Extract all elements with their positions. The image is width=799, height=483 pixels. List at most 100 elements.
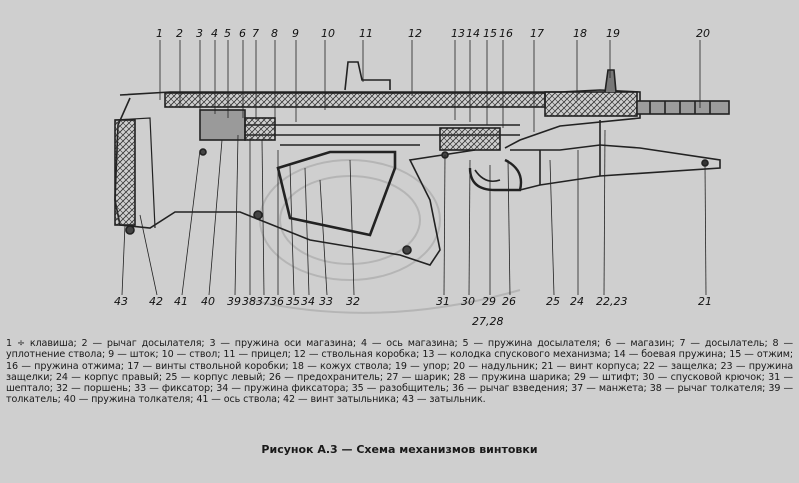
- legend-item: 7 — досылатель;: [679, 338, 768, 349]
- legend-item: 42 — винт затыльника;: [283, 394, 399, 406]
- callout-label: 1: [156, 27, 163, 40]
- leader-line: [289, 164, 295, 296]
- legend-item: 6 — магазин;: [605, 338, 675, 349]
- legend-item: 20 — надульник;: [453, 360, 538, 372]
- legend-item: 4 — ось магазина;: [360, 338, 458, 349]
- callout-label: 31: [436, 295, 450, 308]
- callout-label: 34: [301, 295, 315, 308]
- muzzle: [636, 100, 730, 115]
- leader-line: [181, 149, 201, 296]
- callout-label: 11: [359, 27, 373, 40]
- callout-label: 17: [530, 27, 544, 40]
- figure-caption: Рисунок А.3 — Схема механизмов винтовки: [261, 443, 538, 456]
- legend-item: 21 — винт корпуса;: [541, 360, 640, 372]
- legend-item: 15 — отжим;: [729, 349, 794, 361]
- callout-label: 35: [286, 295, 300, 308]
- callout-27-28: 27,28: [472, 315, 504, 328]
- legend-item: 33 — фиксатор;: [134, 383, 214, 395]
- legend-item: 35 — разобщитель;: [351, 383, 449, 395]
- callout-label: 9: [292, 27, 299, 40]
- callout-label: 6: [239, 27, 246, 40]
- leader-line: [121, 224, 126, 296]
- rear-sight: [344, 61, 391, 91]
- callout-label: 32: [346, 295, 360, 308]
- leader-line: [704, 164, 707, 296]
- legend-item: 10 — ствол;: [161, 349, 221, 361]
- callout-label: 36: [270, 295, 284, 308]
- legend-item: 23 — пружина защелки;: [6, 360, 794, 383]
- legend-item: 1 ÷ клавиша;: [6, 338, 77, 349]
- callout-label: 40: [201, 295, 215, 308]
- trigger-block: [439, 127, 501, 151]
- barrel-shroud: [544, 91, 638, 117]
- legend-item: 43 — затыльник.: [401, 394, 486, 406]
- front-sight: [604, 69, 617, 93]
- legend-item: 13 — колодка спускового механизма;: [422, 349, 611, 361]
- leader-line: [208, 139, 223, 296]
- callout-label: 21: [698, 295, 712, 308]
- legend-item: 22 — защелка;: [642, 360, 718, 372]
- callout-label: 25: [546, 295, 560, 308]
- leader-line: [603, 129, 606, 296]
- legend-item: 17 — винты ствольной коробки;: [127, 360, 289, 372]
- receiver-upper: [164, 92, 546, 108]
- trigger-guard: [468, 158, 523, 192]
- legend-item: 30 — спусковой крючок;: [642, 371, 765, 383]
- legend-item: 9 — шток;: [108, 349, 159, 361]
- legend-item: 12 — ствольная коробка;: [293, 349, 420, 361]
- legend-item: 29 — штифт;: [573, 371, 640, 383]
- legend-item: 27 — шарик;: [386, 371, 450, 383]
- callout-label: 18: [573, 27, 587, 40]
- buttplate: [114, 119, 136, 226]
- callout-label: 42: [149, 295, 163, 308]
- leader-line: [349, 159, 355, 296]
- leader-line: [549, 159, 555, 296]
- callout-label: 14: [466, 27, 480, 40]
- callout-label: 15: [483, 27, 497, 40]
- legend-item: 5 — пружина досылателя;: [462, 338, 601, 349]
- legend-item: 16 — пружина отжима;: [6, 360, 124, 372]
- callout-label: 37: [256, 295, 270, 308]
- callout-label: 33: [319, 295, 333, 308]
- callout-label: 8: [271, 27, 278, 40]
- callout-label: 12: [408, 27, 422, 40]
- legend-item: 3 — пружина оси магазина;: [209, 338, 356, 349]
- callout-label: 20: [696, 27, 710, 40]
- callout-label: 2: [176, 27, 183, 40]
- rifle-body: [114, 61, 730, 266]
- legend: 1 ÷ клавиша; 2 — рычаг досылателя; 3 — п…: [6, 338, 793, 406]
- callout-label: 24: [570, 295, 584, 308]
- grip-opening: [276, 150, 397, 237]
- leader-line: [319, 179, 328, 296]
- legend-item: 36 — рычаг взведения;: [451, 383, 568, 395]
- legend-item: 24 — корпус правый;: [55, 371, 163, 383]
- callout-label: 43: [114, 295, 128, 308]
- legend-item: 38 — рычаг толкателя;: [649, 383, 766, 395]
- legend-item: 26 — предохранитель;: [268, 371, 383, 383]
- leader-line: [139, 214, 158, 296]
- callout-label: 3: [196, 27, 203, 40]
- callout-label: 16: [499, 27, 513, 40]
- legend-item: 25 — корпус левый;: [165, 371, 266, 383]
- callout-label: 22,23: [596, 295, 628, 308]
- callout-label: 41: [174, 295, 188, 308]
- legend-item: 37 — манжета;: [571, 383, 647, 395]
- callout-label: 39: [227, 295, 241, 308]
- legend-item: 19 — упор;: [394, 360, 450, 372]
- legend-item: 41 — ось ствола;: [196, 394, 281, 406]
- callout-label: 5: [224, 27, 231, 40]
- legend-item: 39 — толкатель;: [6, 383, 794, 406]
- legend-item: 18 — кожух ствола;: [291, 360, 392, 372]
- legend-item: 34 — пружина фиксатора;: [216, 383, 349, 395]
- callout-label: 19: [606, 27, 620, 40]
- legend-item: 31 — шептало;: [6, 371, 794, 395]
- callout-label: 30: [461, 295, 475, 308]
- legend-item: 28 — пружина шарика;: [453, 371, 571, 383]
- callout-label: 13: [451, 27, 465, 40]
- callout-label: 7: [252, 27, 259, 40]
- legend-item: 14 — боевая пружина;: [613, 349, 727, 361]
- callout-label: 38: [242, 295, 256, 308]
